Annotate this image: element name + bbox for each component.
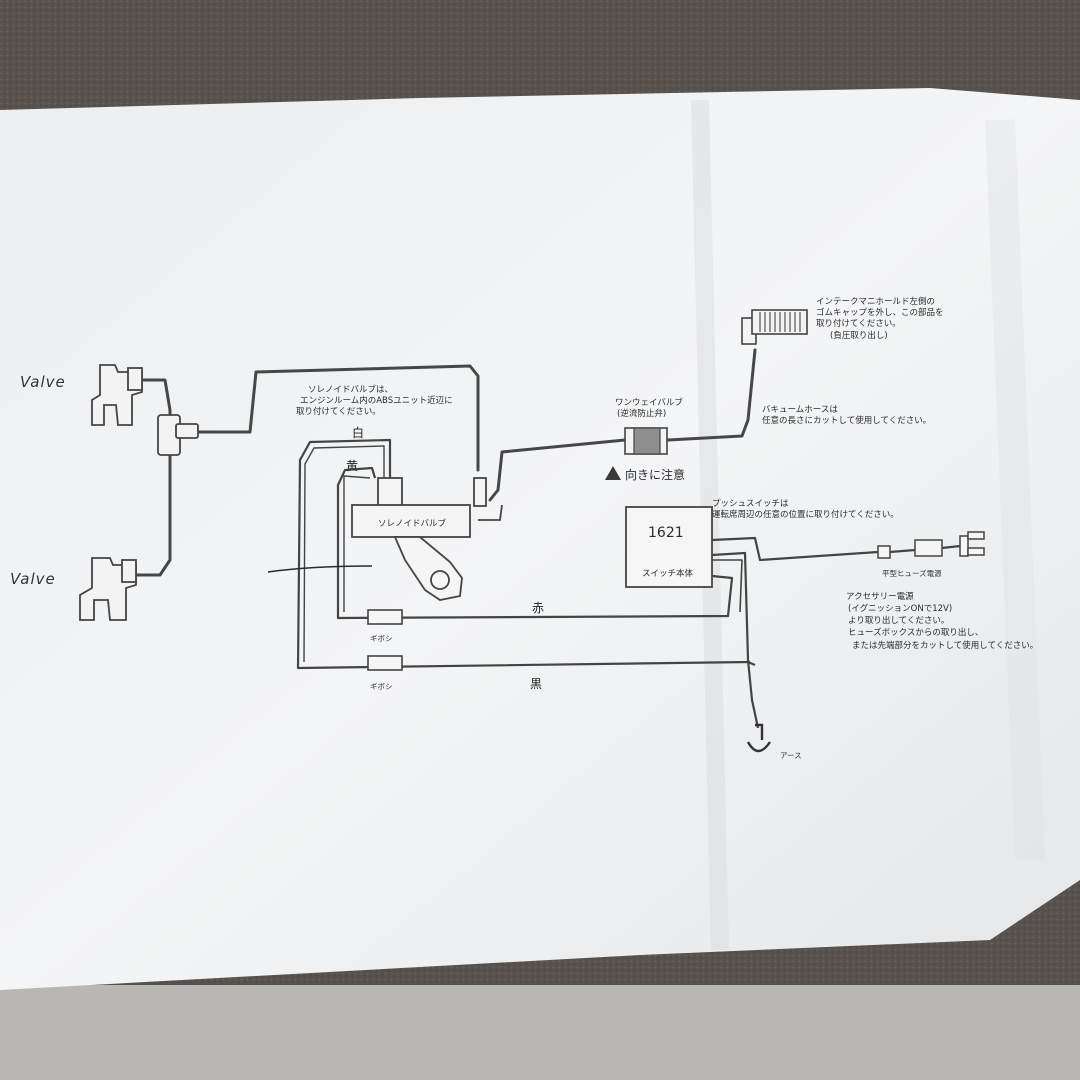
gibosi-connector-lower: [367, 655, 403, 671]
valve-lower-icon: [79, 557, 137, 621]
vacuum-hose: [666, 348, 757, 442]
solenoid-valve-icon: [351, 477, 503, 601]
fuse-blade-icon: [959, 531, 985, 557]
hose-solenoid-to-oneway: [488, 438, 627, 502]
switch-model-number: 1621: [648, 525, 684, 541]
solenoid-note-line-1: ソレノイドバルブは、: [308, 384, 393, 395]
accessory-note-line-2: (イグニッションONで12V): [848, 603, 952, 614]
pen-mark: [267, 565, 373, 573]
accessory-note-line-4: ヒューズボックスからの取り出し、: [848, 627, 983, 638]
wire-red-label: 赤: [532, 601, 544, 615]
oneway-valve-icon: [624, 427, 668, 455]
intake-note-line-3: 取り付けてください。: [816, 318, 901, 329]
gibosi-label-lower: ギボシ: [370, 682, 393, 691]
fuse-holder-icon: [877, 545, 891, 559]
valve-upper-label: Valve: [20, 373, 66, 391]
switch-note-line-1: プッシュスイッチは: [712, 499, 789, 509]
intake-note-line-2: ゴムキャップを外し、この部品を: [816, 307, 944, 318]
wire-black-label: 黒: [530, 677, 542, 691]
oneway-valve-caution: 向きに注意: [625, 467, 685, 482]
caution-icon: [605, 466, 621, 480]
vacuum-hose-note-line-1: バキュームホースは: [762, 405, 838, 415]
wire-red-tail: [712, 559, 743, 613]
wire-yellow-red: [336, 466, 734, 620]
switch-body-label: スイッチ本体: [642, 568, 694, 579]
hose-lower-valve: [133, 428, 172, 577]
wire-fuse-link: [889, 548, 916, 554]
accessory-note-line-1: アクセサリー電源: [846, 592, 914, 602]
switch-note-line-2: 運転席周辺の任意の位置に取り付けてください。: [712, 509, 899, 520]
wire-black-joint: [747, 660, 756, 667]
paper-sheet: [0, 88, 1080, 990]
gibosi-connector-upper: [367, 609, 403, 625]
intake-note-line-1: インテークマニホールド左側の: [816, 296, 935, 307]
wire-fuse-terminal: [941, 544, 961, 550]
concrete-surface: [0, 985, 1080, 1080]
wire-white-label: 白: [352, 425, 364, 440]
accessory-note-line-5: または先端部分をカットして使用してください。: [852, 640, 1038, 651]
ground-label: アース: [780, 751, 802, 760]
solenoid-note-line-3: 取り付けてください。: [296, 406, 381, 417]
intake-fitting-icon: [741, 309, 808, 345]
wire-switch-fuse: [711, 536, 879, 562]
valve-lower-label: Valve: [10, 570, 56, 588]
fuse-cap-icon: [914, 539, 943, 557]
switch-body-icon: [625, 506, 713, 588]
paper-fold: [985, 119, 1045, 861]
vacuum-hose-note-line-2: 任意の長さにカットして使用してください。: [762, 415, 931, 426]
gibosi-label-upper: ギボシ: [370, 634, 393, 643]
accessory-note-line-3: より取り出してください。: [848, 615, 949, 626]
valve-upper-icon: [91, 364, 143, 426]
wire-black-ground: [711, 551, 760, 729]
solenoid-note-line-2: エンジンルーム内のABSユニット近辺に: [300, 395, 453, 406]
oneway-valve-subtitle: (逆流防止弁): [617, 408, 666, 419]
t-joint: [157, 414, 199, 456]
hose-t-to-solenoid: [188, 364, 480, 472]
wire-yellow-label: 黄: [346, 459, 358, 473]
oneway-valve-title: ワンウェイバルブ: [615, 397, 683, 408]
wire-white-inner: [303, 445, 385, 663]
solenoid-body-label: ソレノイドバルブ: [378, 518, 447, 529]
ground-terminal-icon: [746, 723, 771, 753]
intake-note-line-4: (負圧取り出し): [830, 330, 888, 341]
fuse-power-label: 平型ヒューズ電源: [882, 568, 942, 578]
